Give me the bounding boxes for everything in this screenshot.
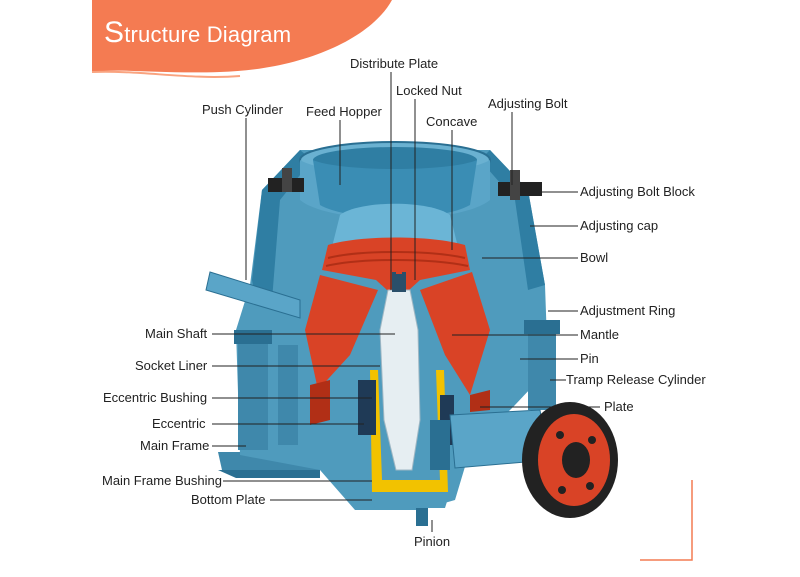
label-eccentric-bushing: Eccentric Bushing: [103, 390, 208, 405]
label-adjusting-cap: Adjusting cap: [580, 218, 659, 233]
label-feed-hopper: Feed Hopper: [306, 104, 382, 119]
label-mantle: Mantle: [580, 327, 620, 342]
label-plate: Plate: [604, 399, 634, 414]
title-rest: tructure Diagram: [124, 22, 292, 47]
title-banner: [0, 0, 392, 73]
label-adjusting-bolt: Adjusting Bolt: [488, 96, 568, 111]
eccentric-dark: [358, 380, 376, 435]
bottom-plate: [370, 492, 450, 508]
label-locked-nut: Locked Nut: [396, 83, 462, 98]
label-push-cylinder: Push Cylinder: [202, 102, 283, 117]
banner-lower-edge: [91, 70, 241, 78]
label-adjustment-ring: Adjustment Ring: [580, 303, 676, 318]
label-main-frame: Main Frame: [140, 438, 210, 453]
mantle-red-right: [420, 272, 490, 395]
main-shaft: [379, 289, 421, 471]
label-main-frame-bushing: Main Frame Bushing: [102, 473, 222, 488]
push-cylinder-arm: [205, 271, 301, 319]
label-bottom-plate: Bottom Plate: [191, 492, 266, 507]
right-wall-shadow: [480, 150, 545, 290]
eccentric-bushing: [370, 370, 448, 492]
label-distribute-plate: Distribute Plate: [350, 56, 439, 71]
label-eccentric: Eccentric: [152, 416, 206, 431]
label-main-shaft: Main Shaft: [145, 326, 208, 341]
leader-lines: [212, 72, 600, 532]
title-first-letter: S: [104, 16, 125, 49]
label-concave: Concave: [426, 114, 478, 129]
label-pinion: Pinion: [414, 534, 451, 549]
locked-nut: [396, 266, 402, 274]
tramp-cylinder-right: [528, 330, 556, 410]
page-title: Structure Diagram: [104, 16, 291, 50]
label-tramp-release-cylinder: Tramp Release Cylinder: [566, 372, 706, 387]
left-wall-shadow: [252, 150, 312, 300]
mantle-red-left: [305, 275, 378, 390]
label-pin: Pin: [580, 351, 599, 366]
corner-decoration: [640, 480, 693, 561]
label-adjusting-bolt-block: Adjusting Bolt Block: [580, 184, 695, 199]
tramp-cylinder-left: [238, 340, 268, 450]
label-socket-liner: Socket Liner: [135, 358, 208, 373]
label-bowl: Bowl: [580, 250, 609, 265]
